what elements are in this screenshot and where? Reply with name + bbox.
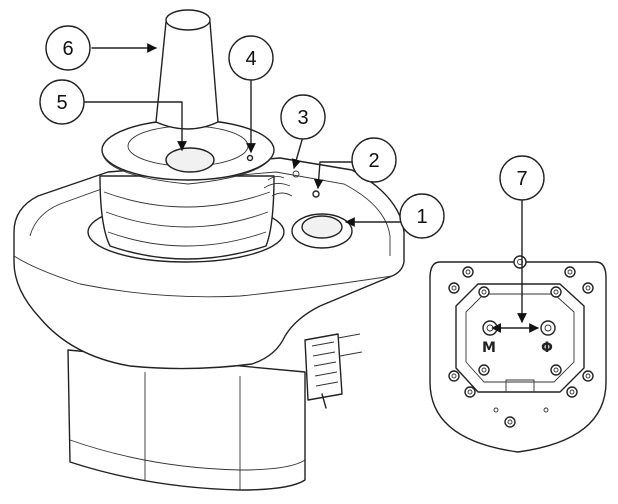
underside-view: M Φ [429, 255, 607, 453]
indicator-dot [246, 154, 254, 162]
underside-octagon [455, 283, 585, 393]
switch-left [482, 320, 498, 336]
callout-5: 5 [39, 79, 187, 151]
callout-3-label: 3 [297, 107, 308, 129]
speed-symbols [263, 170, 300, 197]
callout-3: 3 [280, 94, 326, 169]
knob-top [165, 9, 211, 31]
callout-6: 6 [45, 25, 157, 71]
callout-1: 1 [345, 193, 445, 239]
callout-6-label: 6 [62, 38, 73, 60]
module-lower-body [67, 349, 306, 491]
callout-2-label: 2 [368, 150, 379, 172]
switch-right [540, 320, 556, 336]
callout-4-label: 4 [245, 48, 256, 70]
callout-4: 4 [228, 35, 274, 153]
switch-right-mark: Φ [541, 340, 553, 356]
power-button [301, 215, 343, 239]
callout-2: 2 [313, 137, 397, 189]
screw-bosses [448, 255, 594, 428]
switch-left-mark: M [482, 340, 496, 356]
joystick-module [13, 9, 405, 491]
module-lower-seam [69, 439, 306, 471]
side-connector [304, 333, 363, 409]
joystick-knob [155, 14, 219, 130]
callout-7: 7 [499, 155, 545, 323]
status-led [312, 190, 320, 198]
callout-1-label: 1 [416, 206, 427, 228]
underside-notch [505, 379, 535, 392]
callout-5-label: 5 [56, 92, 67, 114]
bellows-gaiter [99, 175, 275, 260]
underside-plate [429, 261, 607, 453]
centre-button [165, 147, 215, 173]
callout-7-label: 7 [516, 168, 527, 190]
